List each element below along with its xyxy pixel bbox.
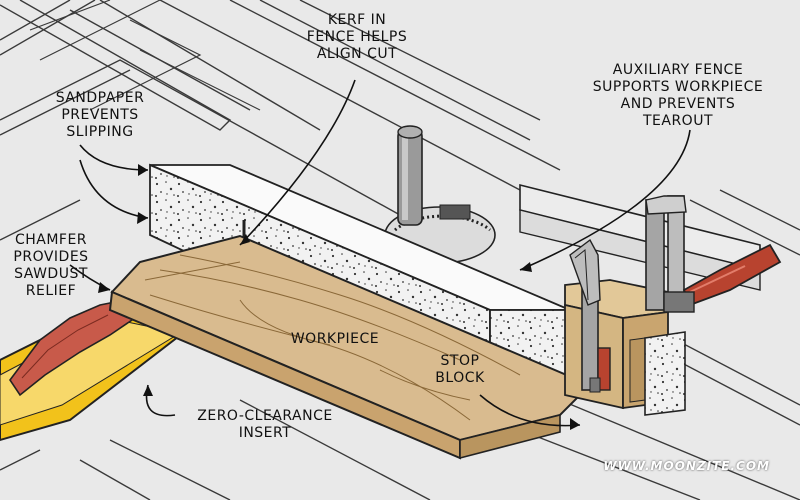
site-watermark: WWW.MOONZITE.COM bbox=[603, 459, 770, 473]
zero-clearance-label: ZERO-CLEARANCE INSERT bbox=[197, 408, 333, 441]
sandpaper-label: SANDPAPER PREVENTS SLIPPING bbox=[55, 90, 145, 140]
callout-arrowheads bbox=[98, 164, 580, 430]
kerf-label: KERF IN FENCE HELPS ALIGN CUT bbox=[306, 12, 408, 62]
stop-block-label: STOP BLOCK bbox=[435, 353, 485, 386]
workpiece-label: WORKPIECE bbox=[290, 331, 380, 347]
workpiece-board bbox=[108, 234, 592, 460]
clamp-front bbox=[569, 238, 611, 393]
clamp-rear bbox=[645, 195, 782, 313]
auxiliary-fence-label: AUXILIARY FENCE SUPPORTS WORKPIECE AND P… bbox=[592, 62, 764, 129]
chamfer-label: CHAMFER PROVIDES SAWDUST RELIEF bbox=[13, 232, 89, 299]
